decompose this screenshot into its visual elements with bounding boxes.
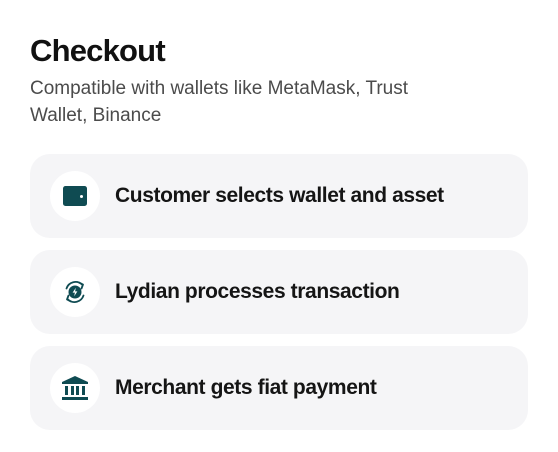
step-icon-container	[50, 363, 100, 413]
step-card-fiat-payment: Merchant gets fiat payment	[30, 346, 528, 430]
step-label: Lydian processes transaction	[115, 280, 400, 303]
bank-icon	[62, 376, 88, 400]
checkout-steps: Customer selects wallet and asset Lydian…	[30, 154, 528, 442]
step-card-select-wallet: Customer selects wallet and asset	[30, 154, 528, 238]
step-label: Merchant gets fiat payment	[115, 376, 377, 399]
page-subtitle: Compatible with wallets like MetaMask, T…	[30, 78, 409, 126]
page-title: Checkout	[30, 33, 166, 68]
step-card-process-transaction: Lydian processes transaction	[30, 250, 528, 334]
step-icon-container	[50, 171, 100, 221]
processing-lightning-icon	[61, 278, 89, 306]
wallet-icon	[63, 186, 87, 206]
step-label: Customer selects wallet and asset	[115, 184, 444, 207]
step-icon-container	[50, 267, 100, 317]
